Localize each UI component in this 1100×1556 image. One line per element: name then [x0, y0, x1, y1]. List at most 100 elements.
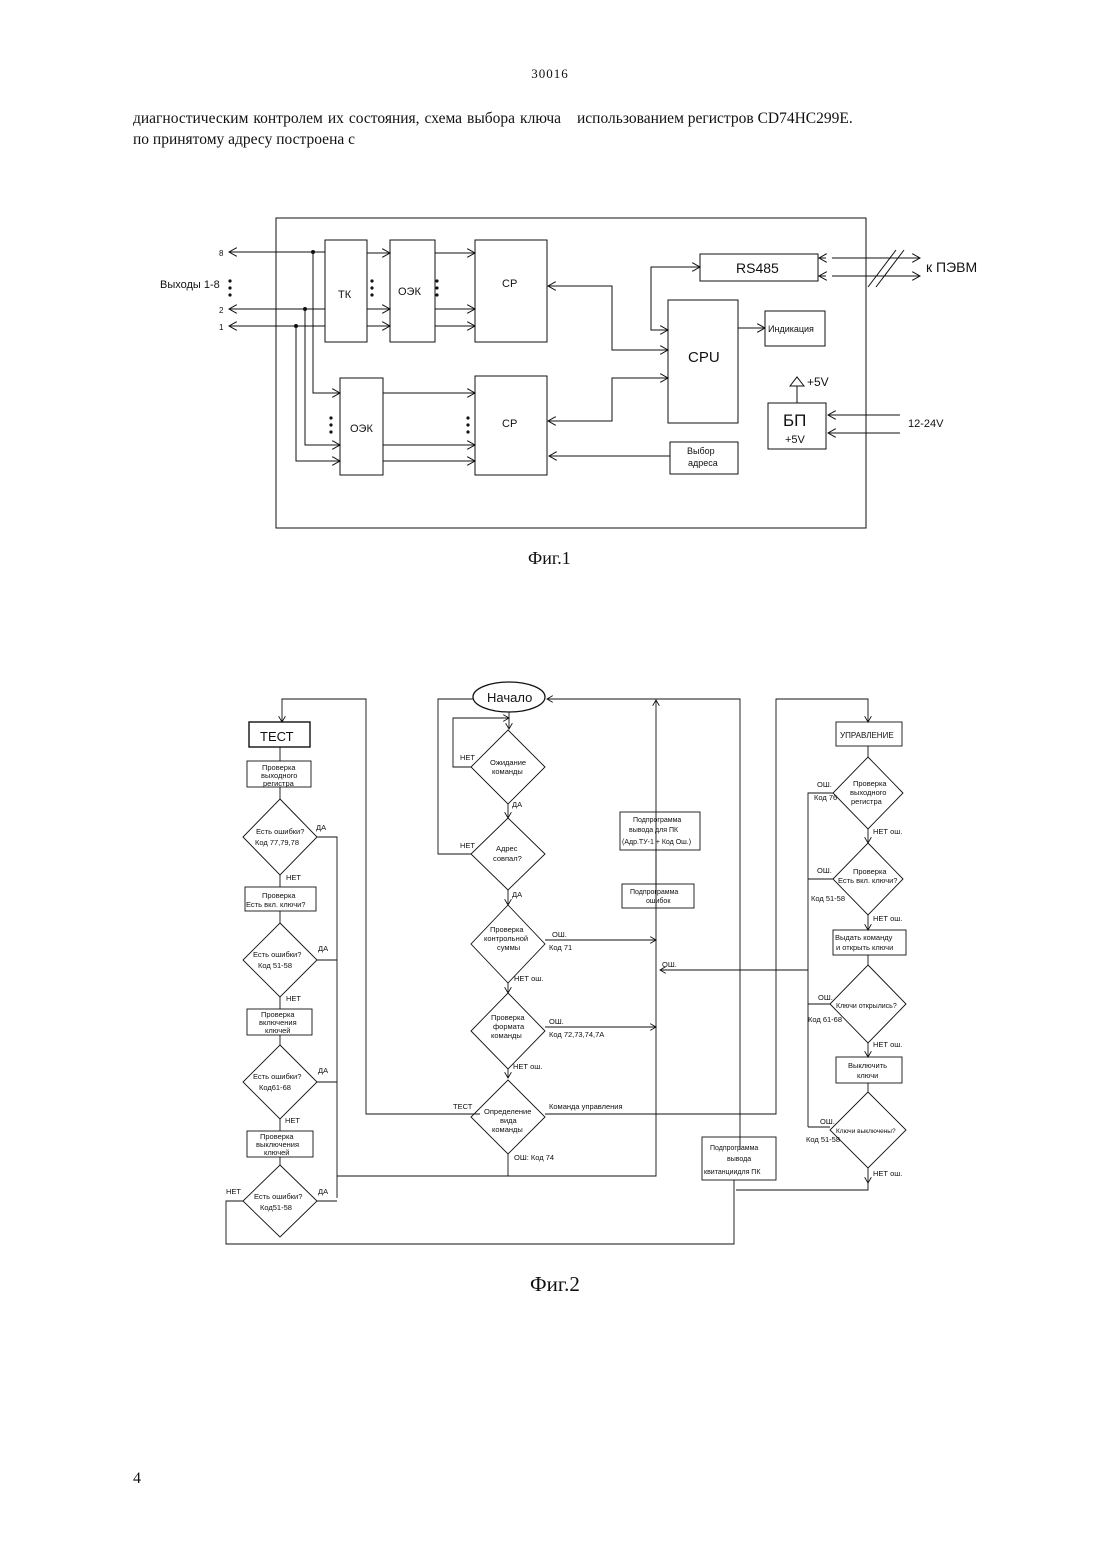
figure-1: Выходы 1-8 8 2 1 ТК ОЭК СР ОЭК СР RS485 …	[140, 205, 985, 570]
no-label: НЕТ	[286, 994, 301, 1003]
oek-top-label: ОЭК	[398, 286, 421, 298]
start-label: Начало	[487, 690, 532, 705]
oek-bottom-label: ОЭК	[350, 423, 373, 435]
no-label: НЕТ	[226, 1187, 241, 1196]
control-switch-off-text-2: ключи	[857, 1071, 878, 1080]
output-2-label: 2	[219, 306, 224, 315]
sub-errors-text-2: ошибок	[646, 897, 671, 905]
type-text-3: команды	[492, 1125, 523, 1134]
type-text-1: Определение	[484, 1107, 531, 1116]
code-71-label: Код 71	[549, 943, 572, 952]
address-select-label-2: адреса	[688, 458, 718, 468]
control-check-output-text-3: регистра	[851, 797, 883, 806]
checksum-text-2: контрольной	[484, 934, 528, 943]
control-issue-text-1: Выдать команду	[835, 933, 893, 942]
format-text-2: формата	[493, 1022, 525, 1031]
tk-label: ТК	[338, 289, 352, 301]
sr-bottom-label: СР	[502, 418, 517, 430]
plus5-bottom-label: +5V	[785, 434, 806, 446]
control-check-output-text-2: выходного	[850, 788, 886, 797]
yes-label: ДА	[316, 823, 326, 832]
control-check-keys-text-1: Проверка	[853, 867, 887, 876]
figure-1-caption: Фиг.1	[528, 548, 571, 569]
code-61-label: Код 61-68	[808, 1015, 842, 1024]
test-check-keys-text-1: Проверка	[262, 891, 296, 900]
sr-top-block	[475, 240, 547, 342]
text-right-column: использованием регистров CD74HC299E.	[577, 108, 907, 129]
no-error-label: НЕТ ош.	[513, 1062, 542, 1071]
no-label: НЕТ	[460, 753, 475, 762]
type-text-2: вида	[500, 1116, 518, 1125]
test-label: ТЕСТ	[260, 729, 294, 744]
sub-output-pc-text-3: (Адр.ТУ-1 + Код Ош.)	[622, 839, 691, 846]
checksum-text-3: суммы	[497, 943, 520, 952]
plus5-top-label: +5V	[807, 375, 829, 389]
format-text-3: команды	[491, 1031, 522, 1040]
error-label: ОШ.	[820, 1117, 835, 1126]
wait-text-2: команды	[492, 767, 523, 776]
yes-label: ДА	[512, 800, 522, 809]
code-51b-label: Код 51-58	[806, 1135, 840, 1144]
error-label: ОШ.	[817, 780, 832, 789]
test-error-text-3: Есть ошибки?	[253, 950, 301, 959]
control-opened-text: Ключи открылись?	[836, 1003, 897, 1010]
control-closed-text: Ключи выключены?	[836, 1128, 896, 1135]
test-check-output-text-3: регистра	[263, 779, 295, 788]
page-number: 30016	[0, 66, 1100, 82]
text-left-column: диагностическим контролем их состояния, …	[133, 108, 561, 150]
no-label: НЕТ	[286, 873, 301, 882]
address-select-label-1: Выбор	[687, 446, 715, 456]
page-footer-number: 4	[133, 1470, 141, 1488]
control-issue-text-2: и открыть ключи	[836, 943, 893, 952]
sub-errors-text-1: Подпрограмма	[630, 889, 678, 896]
format-text-1: Проверка	[491, 1013, 525, 1022]
checksum-text-1: Проверка	[490, 925, 524, 934]
address-text-2: совпал?	[493, 854, 522, 863]
test-error-text-5: Есть ошибки?	[253, 1072, 301, 1081]
supply-label: 12-24V	[908, 418, 944, 430]
error-label: ОШ.	[818, 993, 833, 1002]
error-label: ОШ.	[662, 960, 677, 969]
rs485-label: RS485	[736, 260, 779, 276]
test-error-decision-1	[243, 799, 317, 875]
test-check-off-text-3: ключей	[264, 1148, 289, 1157]
test-branch-label: ТЕСТ	[453, 1102, 473, 1111]
sub-receipt-text-3: квитанциидля ПК	[704, 1169, 761, 1176]
wait-text-1: Ожидание	[490, 758, 526, 767]
control-switch-off-text-1: Выключить	[848, 1061, 887, 1070]
sub-output-pc-text-2: вывода для ПК	[629, 827, 679, 834]
test-error-text-8: Код51-58	[260, 1203, 292, 1212]
test-check-on-text-3: ключей	[265, 1026, 290, 1035]
test-error-text-4: Код 51-58	[258, 961, 292, 970]
test-error-decision-3	[243, 1045, 317, 1119]
test-error-text-7: Есть ошибки?	[254, 1192, 302, 1201]
test-error-decision-4	[243, 1165, 317, 1237]
to-pc-label: к ПЭВМ	[926, 259, 977, 275]
test-error-text-6: Код61-68	[259, 1083, 291, 1092]
code-72-label: Код 72,73,74,7А	[549, 1030, 604, 1039]
output-1-label: 1	[219, 323, 224, 332]
sr-top-label: СР	[502, 278, 517, 290]
control-branch-label: Команда управления	[549, 1102, 623, 1111]
error-code-74-label: ОШ: Код 74	[514, 1153, 554, 1162]
code-51-label: Код 51-58	[811, 894, 845, 903]
no-error-label: НЕТ ош.	[873, 827, 902, 836]
indication-label: Индикация	[768, 324, 814, 334]
cpu-label: CPU	[688, 349, 720, 366]
no-label: НЕТ	[285, 1116, 300, 1125]
sub-receipt-text-2: вывода	[727, 1156, 751, 1163]
sub-output-pc-text-1: Подпрограмма	[633, 817, 681, 824]
no-error-label: НЕТ ош.	[514, 974, 543, 983]
yes-label: ДА	[318, 944, 328, 953]
figure-2-caption: Фиг.2	[530, 1272, 580, 1297]
error-label: ОШ.	[552, 930, 567, 939]
sub-receipt-text-1: Подпрограмма	[710, 1145, 758, 1152]
control-label: УПРАВЛЕНИЕ	[840, 731, 894, 740]
control-check-output-text-1: Проверка	[853, 779, 887, 788]
control-check-keys-text-2: Есть вкл. ключи?	[838, 876, 897, 885]
test-error-decision-2	[243, 923, 317, 997]
figure-2: ТЕСТ Проверка выходного регистра Есть ош…	[205, 670, 920, 1310]
no-label: НЕТ	[460, 841, 475, 850]
test-check-keys-text-2: Есть вкл. ключи?	[246, 900, 305, 909]
output-8-label: 8	[219, 249, 224, 258]
